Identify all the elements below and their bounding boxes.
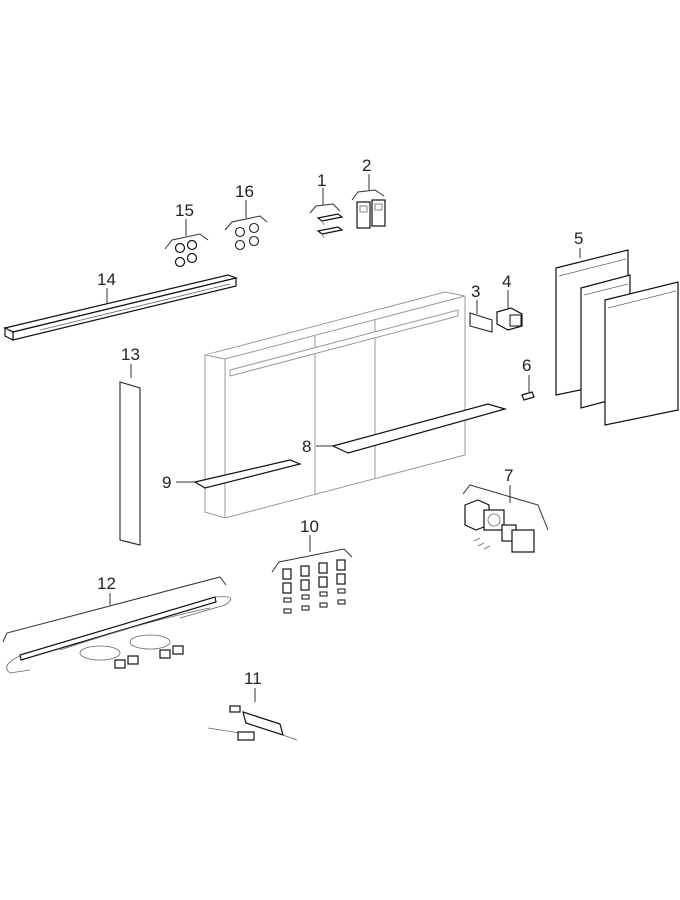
callout-3: 3 (471, 282, 480, 301)
part-6-clip (521, 375, 535, 401)
callout-14: 14 (97, 270, 116, 289)
callout-15: 15 (175, 201, 194, 220)
callout-7: 7 (504, 466, 513, 485)
part-15-caps (164, 219, 209, 268)
callout-16: 16 (235, 182, 254, 201)
callout-10: 10 (300, 517, 319, 536)
callout-11: 11 (244, 669, 262, 688)
callout-8: 8 (302, 437, 311, 456)
mirror-cabinet-body (204, 291, 466, 519)
callout-5: 5 (574, 229, 583, 248)
part-3-cover (469, 300, 493, 333)
part-1-hinges (309, 188, 344, 239)
part-10-clips (271, 535, 353, 614)
part-11-power-supply (207, 688, 298, 741)
callout-1: 1 (317, 171, 326, 190)
part-2-brackets (351, 174, 386, 229)
callout-6: 6 (522, 356, 531, 375)
part-7-socket (462, 484, 549, 553)
callout-4: 4 (502, 272, 511, 291)
part-13-side-panel (119, 364, 141, 546)
part-12-led-cables (2, 576, 232, 674)
callout-9: 9 (162, 473, 171, 492)
part-14-top-rail (3, 274, 239, 341)
callout-12: 12 (97, 574, 116, 593)
part-16-caps (224, 200, 268, 251)
part-8-glass-shelf (316, 403, 508, 454)
part-4-switch (496, 290, 523, 331)
part-5-mirror-doors (555, 248, 679, 426)
callout-2: 2 (362, 156, 371, 175)
part-9-glass-shelf (176, 459, 302, 489)
callout-13: 13 (121, 345, 140, 364)
